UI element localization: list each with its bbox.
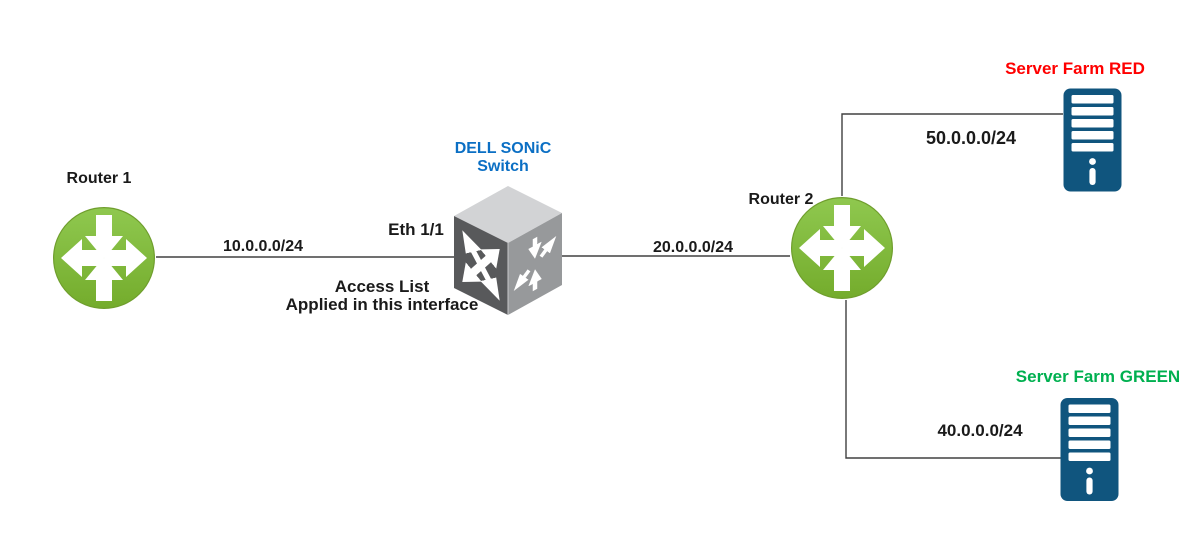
server-red-label: Server Farm RED bbox=[1005, 59, 1145, 78]
server-red-icon bbox=[1063, 88, 1122, 192]
switch-label-line1: DELL SONiC bbox=[454, 140, 552, 157]
acl-note-line1: Access List bbox=[334, 277, 430, 296]
link-label-10: 10.0.0.0/24 bbox=[222, 238, 304, 255]
eth-interface-label: Eth 1/1 bbox=[388, 220, 444, 239]
server-green-label: Server Farm GREEN bbox=[1015, 367, 1181, 386]
switch-label: DELL SONiC Switch bbox=[455, 140, 552, 176]
link-label-50: 50.0.0.0/24 bbox=[925, 128, 1017, 148]
router2-label: Router 2 bbox=[748, 191, 814, 208]
link-router2-server-green bbox=[845, 300, 1062, 459]
link-router2-server-red bbox=[841, 113, 1063, 196]
router1-icon bbox=[52, 207, 155, 309]
link-label-40: 40.0.0.0/24 bbox=[937, 421, 1023, 440]
acl-note: Access List Applied in this interface bbox=[286, 278, 479, 314]
switch-label-line2: Switch bbox=[477, 158, 529, 175]
router1-label: Router 1 bbox=[66, 170, 132, 187]
router2-icon bbox=[790, 197, 894, 299]
switch-icon bbox=[454, 186, 562, 315]
server-green-icon bbox=[1060, 398, 1119, 501]
link-label-20: 20.0.0.0/24 bbox=[652, 239, 734, 256]
acl-note-line2: Applied in this interface bbox=[285, 295, 479, 314]
